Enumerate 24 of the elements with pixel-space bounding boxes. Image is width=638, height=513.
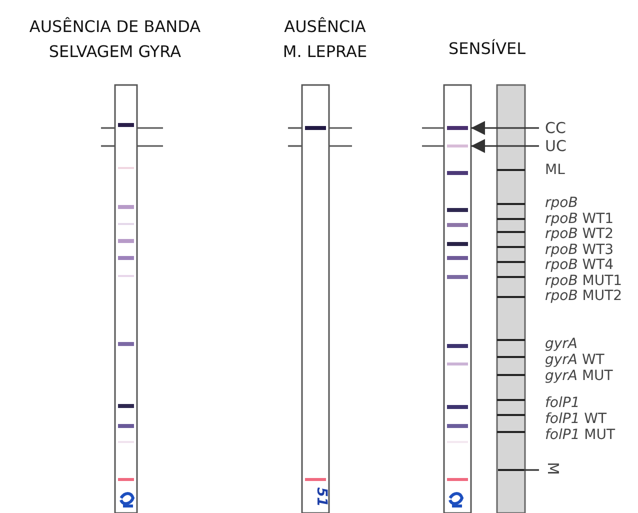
band-label: gyrA MUT bbox=[545, 369, 613, 383]
band-label: gyrA WT bbox=[545, 353, 604, 367]
band-label: CC bbox=[545, 120, 566, 136]
strip-number: 51 bbox=[314, 487, 329, 507]
band-label: rpoB WT4 bbox=[545, 258, 614, 272]
band-label: rpoB MUT1 bbox=[545, 274, 622, 288]
column-heading: AUSÊNCIA M. LEPRAE bbox=[282, 16, 368, 63]
leader-line bbox=[524, 469, 539, 471]
band-label: UC bbox=[545, 138, 566, 154]
band-label: folP1 WT bbox=[545, 412, 607, 426]
band-label: rpoB WT2 bbox=[545, 227, 614, 241]
band-label: folP1 MUT bbox=[545, 428, 616, 442]
band-label: rpoB MUT2 bbox=[545, 289, 622, 303]
band-label: rpoB WT3 bbox=[545, 243, 614, 257]
arrow bbox=[471, 121, 539, 135]
band-label: rpoB WT1 bbox=[545, 212, 614, 226]
arrow bbox=[471, 139, 539, 153]
column-heading: SENSÍVEL bbox=[447, 38, 527, 60]
column-heading: AUSÊNCIA DE BANDA SELVAGEM GYRA bbox=[28, 16, 202, 63]
band-label: ML bbox=[545, 163, 565, 177]
band-label: M bbox=[545, 462, 561, 475]
band-label: gyrA bbox=[545, 337, 578, 351]
band-label: folP1 bbox=[545, 396, 580, 410]
band-label: rpoB bbox=[545, 196, 578, 210]
